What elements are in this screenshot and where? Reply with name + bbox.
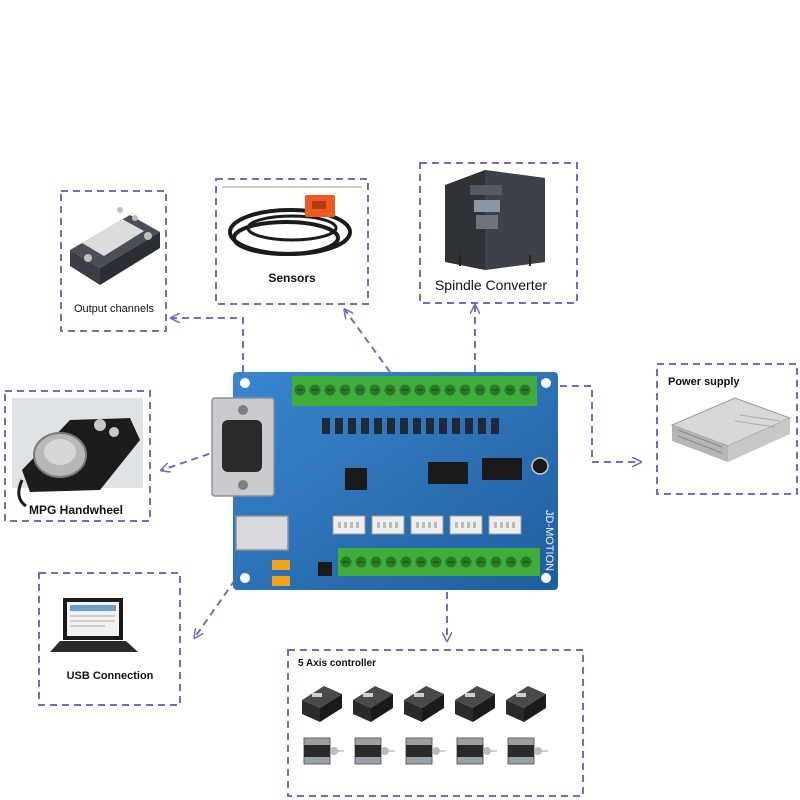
stepper-driver-motor-icon [302,686,548,765]
resistor [439,418,447,434]
top-terminal-block [292,376,537,406]
proximity-sensor-icon [228,195,352,256]
capacitor [272,560,290,570]
stepper-motor-icon [507,737,548,765]
resistor-row [322,418,499,434]
axis-connector-row [332,515,522,535]
axis-connector [332,515,366,535]
mpg-handwheel-box: MPG Handwheel [4,390,151,522]
resistor [478,418,486,434]
power-supply-box: Power supply [656,363,798,495]
laptop-icon [50,598,138,652]
power-supply-icon [670,397,792,462]
microcontroller-chip [345,468,367,490]
resistor [491,418,499,434]
resistor [426,418,434,434]
mpg-handwheel-label: MPG Handwheel [29,503,123,517]
stepper-driver-icon [506,686,546,722]
line-power-supply [560,385,640,462]
axis-controller-box: 5 Axis controller [287,649,584,797]
resistor [335,418,343,434]
axis-connector [410,515,444,535]
resistor [413,418,421,434]
power-supply-label: Power supply [668,376,740,388]
stepper-motor-icon [456,737,497,765]
resistor [361,418,369,434]
output-channels-label: Output channels [74,303,155,315]
stepper-driver-icon [353,686,393,722]
usb-b-port [235,515,289,551]
driver-chip [428,462,468,484]
resistor [465,418,473,434]
axis-unit [506,686,548,765]
line-usb-connection [195,579,236,637]
resistor [374,418,382,434]
stepper-driver-icon [404,686,444,722]
usb-connection-label: USB Connection [67,670,154,682]
solid-state-relay-icon [70,207,160,285]
board-label: JD-MOTION [543,510,555,571]
stepper-driver-icon [302,686,342,722]
resistor [322,418,330,434]
resistor [400,418,408,434]
vfd-inverter-icon [445,170,545,270]
axis-connector [449,515,483,535]
motion-controller-board-icon: JD-MOTION [211,372,558,590]
stepper-motor-icon [354,737,395,765]
sensors-box: Sensors [215,178,369,305]
spindle-converter-box: Spindle Converter [419,162,578,304]
axis-connector [371,515,405,535]
output-channels-box: Output channels [60,190,167,332]
line-sensors [345,310,391,373]
axis-controller-label: 5 Axis controller [298,658,376,669]
line-output-channels [172,318,244,372]
stepper-motor-icon [303,737,344,765]
stepper-motor-icon [405,737,446,765]
usb-connection-box: USB Connection [38,572,181,706]
stepper-driver-icon [455,686,495,722]
handwheel-icon [17,418,140,508]
bottom-terminal-block [338,548,540,576]
resistor [387,418,395,434]
capacitor [272,576,290,586]
sensors-label: Sensors [268,271,316,285]
driver-chip [482,458,522,480]
resistor [452,418,460,434]
axis-unit [353,686,395,765]
regulator-chip [318,562,332,576]
resistor [348,418,356,434]
axis-connector [488,515,522,535]
axis-unit [455,686,497,765]
axis-unit [302,686,344,765]
electrolytic-capacitor [531,457,549,475]
db9-connector [211,397,275,497]
axis-unit [404,686,446,765]
spindle-converter-label: Spindle Converter [435,277,547,293]
